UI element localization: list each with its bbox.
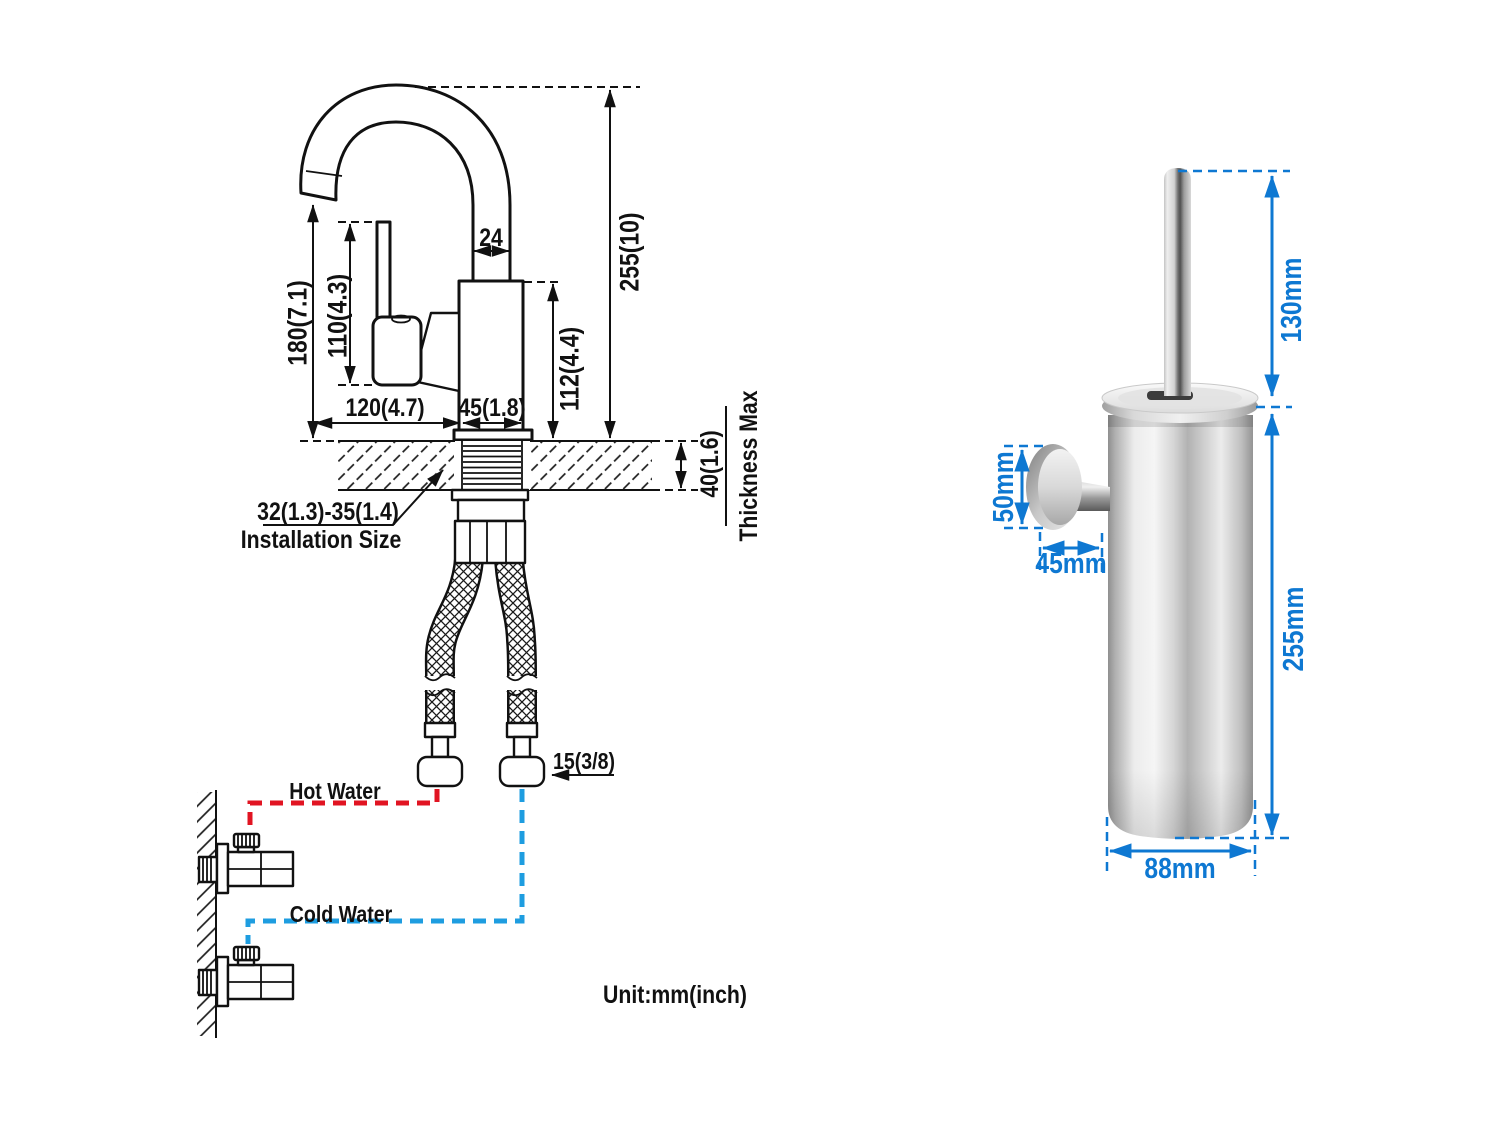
dim-body-width: 45(1.8)	[458, 393, 525, 421]
handle-base	[371, 315, 423, 387]
faucet-spout	[299, 83, 512, 285]
handle-lever	[375, 220, 392, 324]
dim-spout-height: 180(7.1)	[283, 280, 313, 365]
hot-water-label: Hot Water	[289, 779, 381, 805]
hose-ferrule-left	[423, 721, 457, 739]
supply-hoses	[416, 558, 546, 788]
dim-brush-body-diameter: 88mm	[1144, 852, 1215, 884]
dim-hose-size: 15(3/8)	[553, 749, 615, 775]
brush-holder-dimensions	[1004, 169, 1292, 876]
brush-handle-rod	[1164, 168, 1191, 396]
dim-spout-width: 24	[479, 223, 503, 251]
hose-ferrule-right	[505, 721, 539, 739]
dim-hole-range: 32(1.3)-35(1.4)	[257, 497, 399, 525]
dim-brush-handle-height: 130mm	[1275, 258, 1307, 343]
hose-break-marks	[424, 673, 538, 697]
mounting-shank	[450, 441, 530, 565]
hose-connector-hot	[416, 755, 464, 788]
faucet-spec-drawing: 24 255(10) 180(7.1) 110(4.3) 112(4.4) 12…	[197, 83, 762, 1038]
hose-connector-cold	[498, 755, 546, 788]
lock-ring	[450, 488, 530, 502]
faucet-dimensions	[263, 86, 727, 781]
supply-wall	[197, 790, 217, 1038]
dim-overall-height: 255(10)	[615, 212, 645, 291]
installation-size-leader	[263, 469, 444, 526]
cold-water-label: Cold Water	[290, 902, 392, 928]
base-flange	[452, 428, 534, 442]
hole-label: Installation Size	[241, 525, 402, 553]
brush-canister	[1108, 415, 1253, 839]
cold-water-line	[245, 789, 525, 944]
handle-pivot	[391, 314, 411, 324]
dim-body-height: 112(4.4)	[555, 327, 585, 411]
countertop	[300, 440, 698, 491]
thickness-note: Thickness Max	[734, 390, 762, 541]
dim-mount-diameter: 50mm	[987, 451, 1019, 522]
unit-note: Unit:mm(inch)	[603, 980, 747, 1008]
dim-deck-thickness: 40(1.6)	[695, 430, 723, 497]
hot-valve	[197, 832, 295, 895]
brush-holder-figure: 130mm 255mm 50mm 45mm 88mm	[987, 168, 1310, 885]
dim-mount-depth: 45mm	[1035, 547, 1106, 579]
shank-threads	[463, 445, 521, 485]
aerator-line	[305, 170, 343, 177]
cold-valve	[197, 945, 295, 1008]
mounting-nut	[453, 519, 527, 565]
dim-spout-reach: 120(4.7)	[345, 393, 424, 421]
dim-handle-height: 110(4.3)	[323, 274, 353, 358]
hot-water-line	[247, 789, 440, 832]
faucet-body	[371, 220, 534, 442]
dim-brush-body-height: 255mm	[1277, 587, 1309, 672]
